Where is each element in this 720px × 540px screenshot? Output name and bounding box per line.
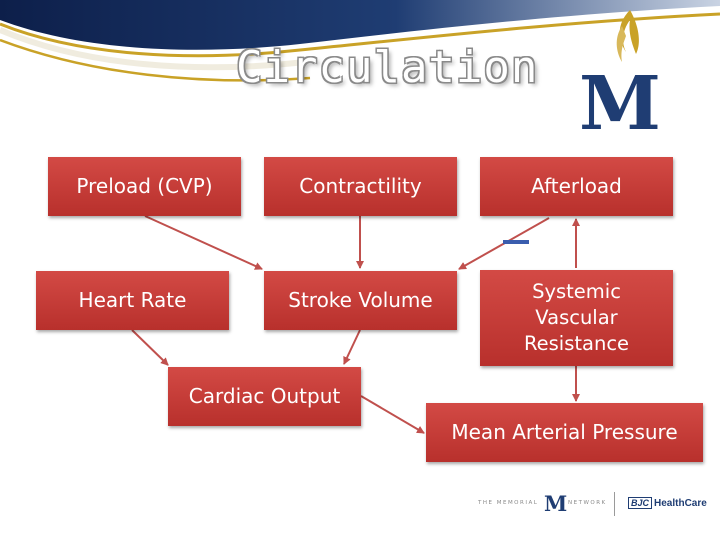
box-contractility: Contractility	[264, 157, 457, 216]
bjc-text: HealthCare	[654, 498, 707, 509]
minus-sign	[503, 240, 529, 244]
box-stroke-volume: Stroke Volume	[264, 271, 457, 330]
box-cardiac-output: Cardiac Output	[168, 367, 361, 426]
header-swoosh	[0, 0, 720, 82]
box-mean-arterial-pressure: Mean Arterial Pressure	[426, 403, 703, 462]
box-afterload: Afterload	[480, 157, 673, 216]
memorial-logo: M	[574, 6, 666, 141]
network-text-left: THE MEMORIAL	[478, 500, 539, 506]
logo-m-letter: M	[579, 61, 661, 147]
network-text-right: NETWORK	[568, 500, 607, 506]
box-preload: Preload (CVP)	[48, 157, 241, 216]
arrow-sv-to-co	[343, 329, 361, 365]
box-systemic-vascular-resistance: Systemic Vascular Resistance	[480, 270, 673, 366]
box-heart-rate: Heart Rate	[36, 271, 229, 330]
flame-icon	[616, 10, 639, 62]
page-title: Circulation	[236, 42, 539, 93]
footer-divider	[614, 492, 615, 516]
bjc-badge: BJC	[628, 497, 653, 509]
arrow-hr-to-co	[131, 329, 169, 366]
arrow-co-to-map	[360, 395, 425, 434]
network-m-logo: M	[544, 491, 568, 516]
arrow-preload-to-sv	[144, 215, 263, 270]
